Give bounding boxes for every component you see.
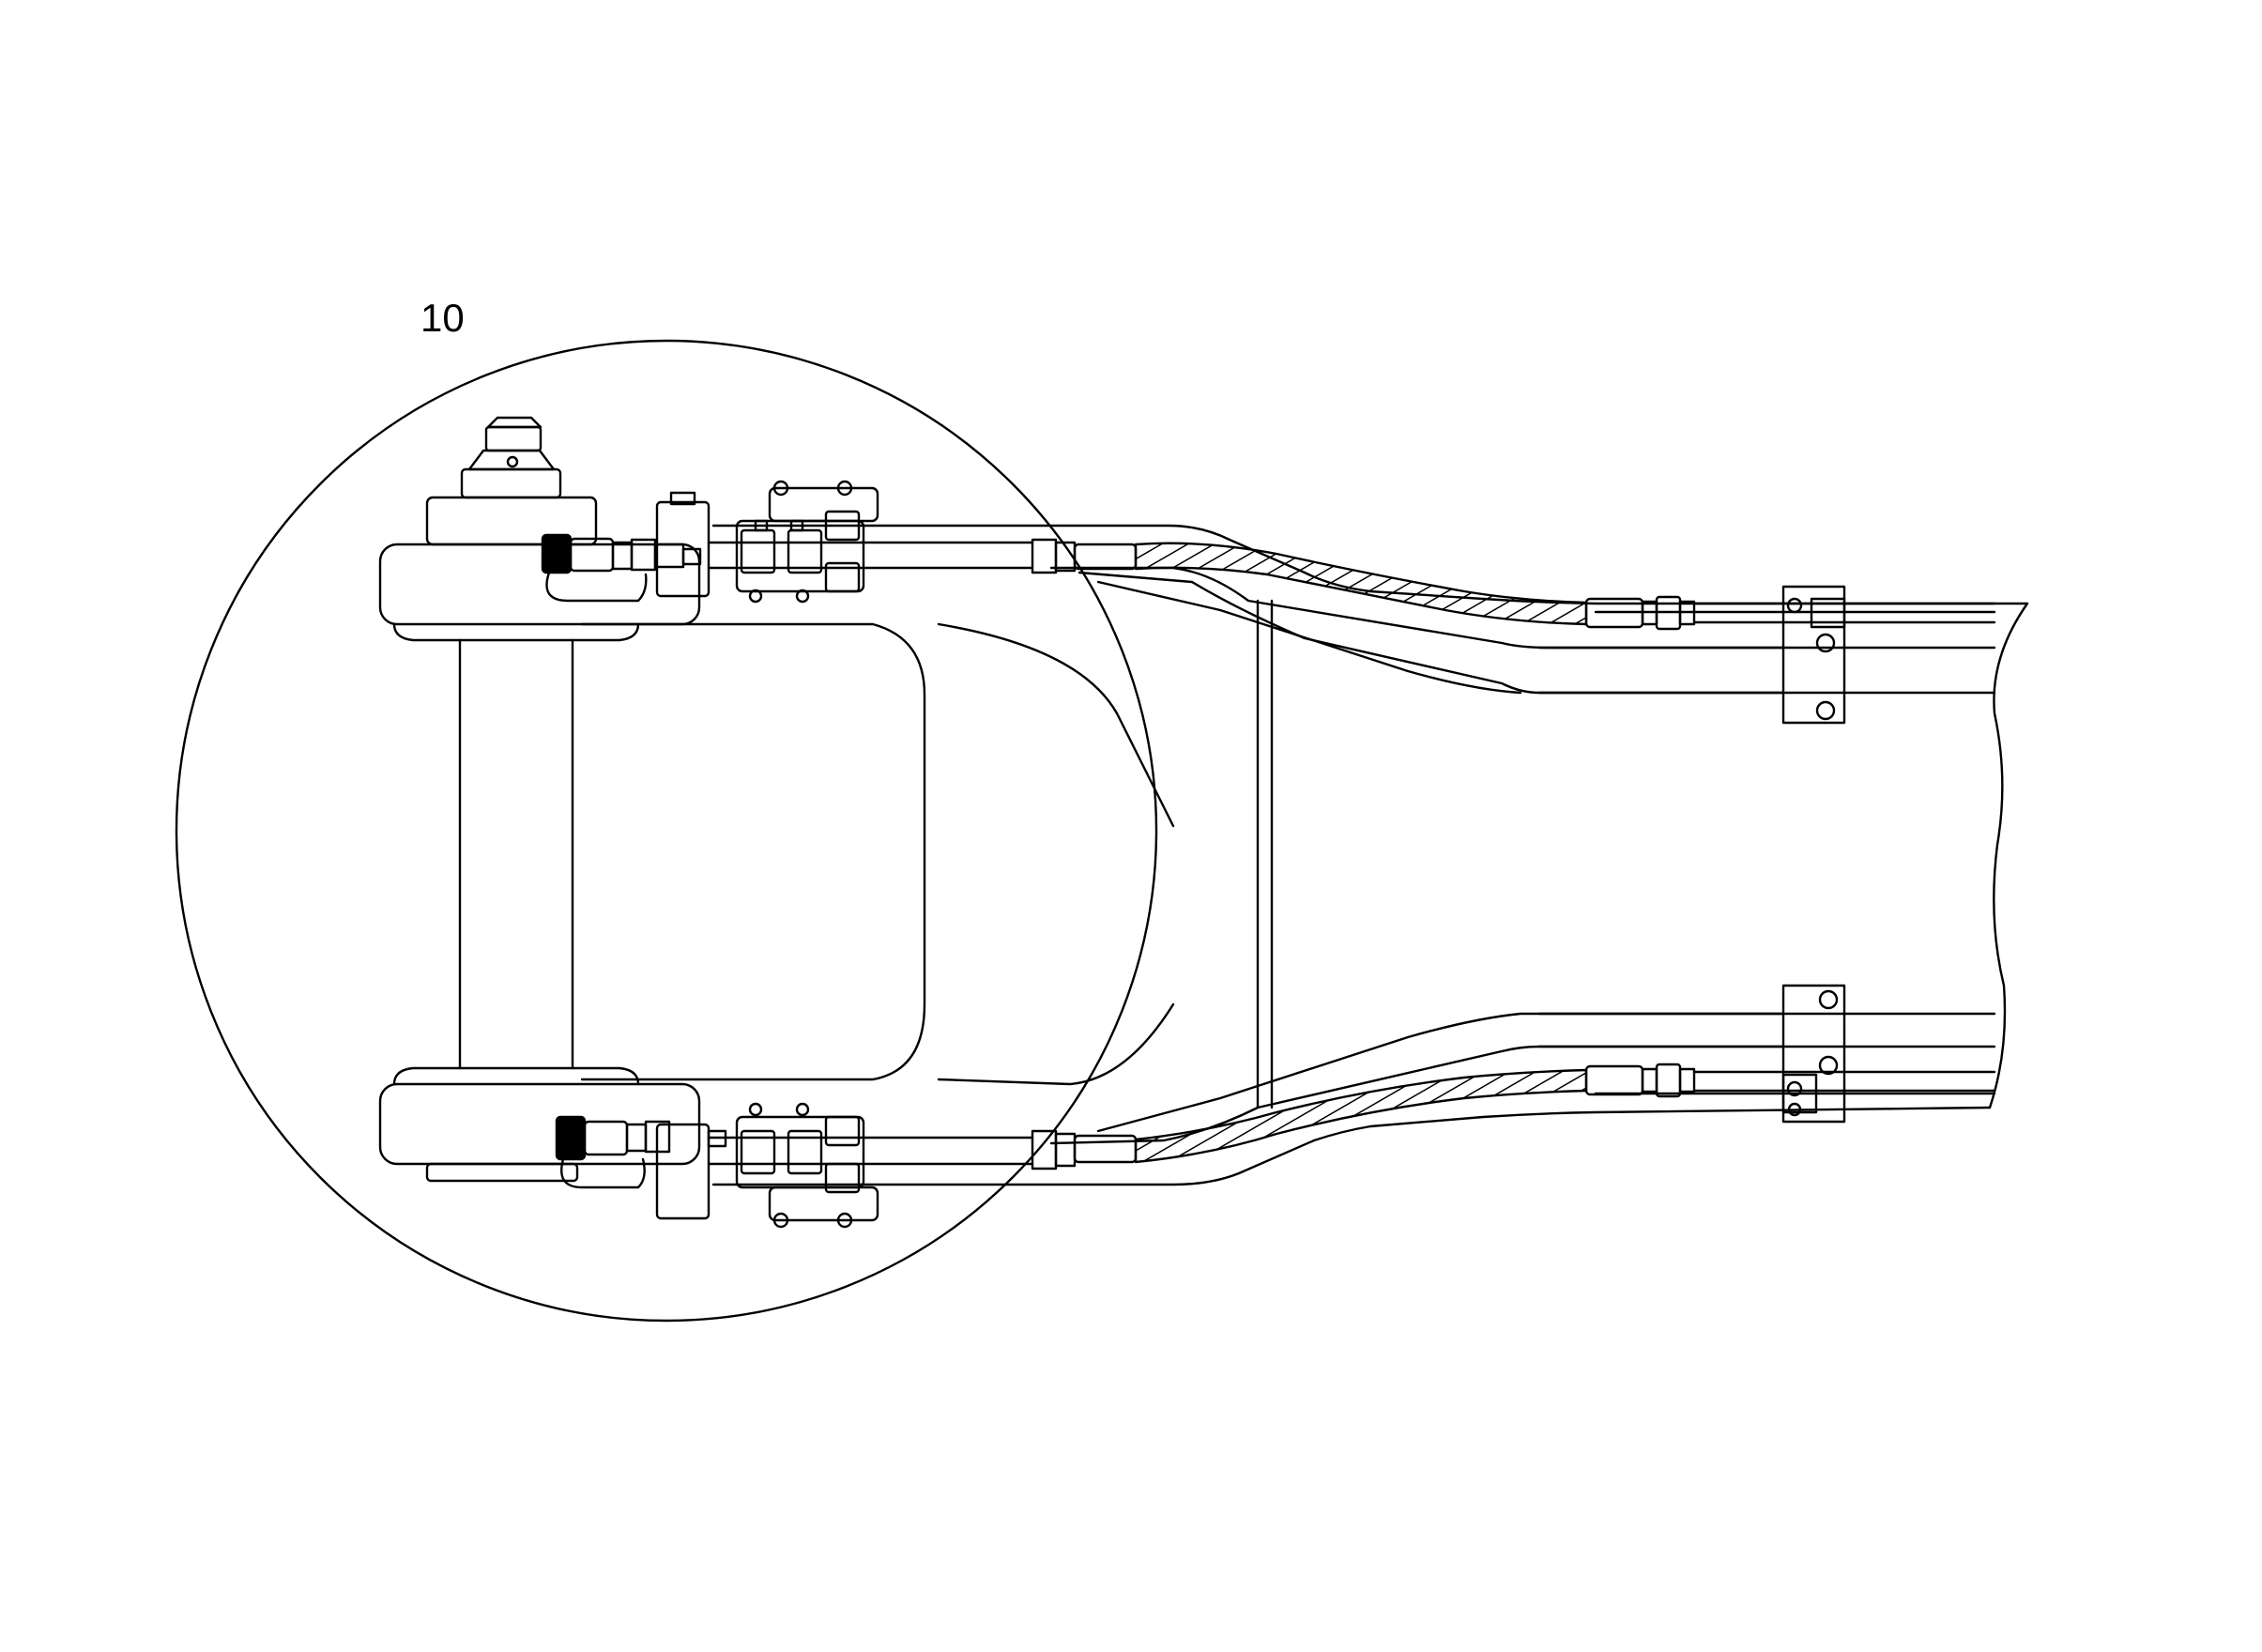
callout-label: 10 <box>420 296 465 340</box>
frame-outline <box>711 524 2029 1186</box>
lower-rail-clamp <box>1781 984 1846 1124</box>
yoke-lower-arm <box>378 1066 701 1183</box>
upper-hydraulic-line <box>541 480 1996 631</box>
axle-pin <box>458 638 574 1070</box>
detail-circle <box>175 339 1158 1323</box>
lower-hydraulic-line <box>555 1063 1996 1229</box>
yoke-upper-arm <box>378 416 701 642</box>
yoke-opening <box>580 622 926 1081</box>
upper-rail-clamp <box>1781 585 1846 725</box>
